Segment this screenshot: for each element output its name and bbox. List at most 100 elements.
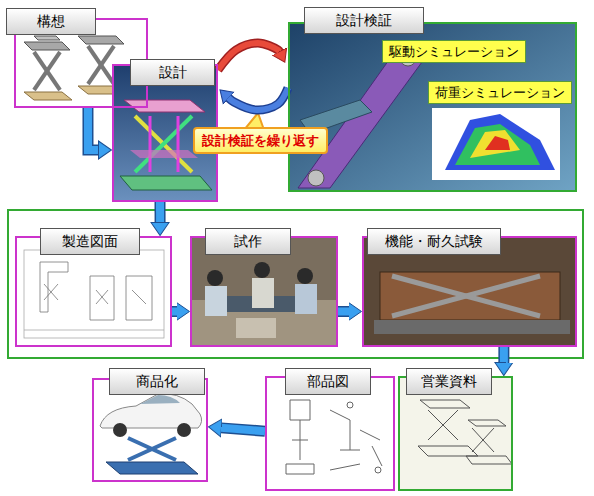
verification-render: [308, 170, 324, 186]
design-cad: [120, 176, 212, 190]
parts-drawing: [347, 402, 353, 408]
test-rig-photo: [392, 276, 540, 316]
arrow-outline: [338, 306, 349, 317]
arrow-shaft: [338, 307, 349, 315]
node-label: 設計検証を繰り返す: [202, 132, 319, 149]
verification-render: [290, 24, 575, 190]
arrow-shaft: [500, 347, 508, 363]
test-rig-photo: [374, 320, 570, 334]
concept-sketch: [34, 52, 60, 90]
tab-label: 設計検証: [304, 7, 424, 34]
verification-render: [298, 50, 422, 188]
verification-render: [445, 114, 555, 170]
tab-label: 機能・耐久試験: [367, 228, 501, 255]
design-cad: [135, 116, 192, 172]
concept-sketch: [24, 92, 72, 100]
prototype-photo: [236, 318, 276, 338]
product-photo: [94, 380, 206, 480]
tab-label: 構想: [6, 8, 96, 35]
tab-label: 設計: [130, 59, 215, 86]
tab-label: 営業資料: [406, 368, 492, 395]
flow-arrow: [218, 43, 288, 110]
arrow-outline: [498, 347, 509, 363]
product-photo: [140, 395, 180, 404]
concept-sketch: [88, 46, 114, 84]
prototype-photo: [295, 284, 317, 314]
concept-sketch: [88, 46, 114, 84]
arrow-shaft: [228, 88, 288, 110]
concept-sketch: [78, 36, 124, 44]
verification-render: [485, 136, 510, 150]
design-cad: [177, 116, 180, 172]
test-rig-photo: [380, 272, 560, 320]
stage-panel: 設計検証駆動シミュレーション荷重シミュレーション: [288, 22, 577, 192]
stage-panel: 商品化: [92, 378, 208, 482]
flow-arrow: [88, 108, 99, 150]
arrow-shaft: [221, 428, 265, 431]
arrow-outline: [221, 428, 265, 431]
concept-sketch: [34, 52, 60, 90]
arrow-outline: [172, 306, 177, 317]
tab-label: 試作: [205, 228, 291, 255]
stage-panel: 構想: [14, 18, 148, 108]
verification-render: [470, 130, 520, 158]
product-photo: [94, 380, 206, 480]
arrow-outline: [155, 202, 166, 223]
node-label: 荷重シミュレーション: [435, 84, 565, 101]
arrow-outline: [228, 88, 288, 110]
flow-arrow: [221, 428, 265, 431]
test-rig-photo: [392, 276, 540, 316]
sales-sheet: [418, 400, 512, 464]
prototype-photo: [254, 262, 270, 278]
stage-panel: 製造図面: [15, 236, 172, 347]
production-band: [8, 210, 583, 358]
product-photo: [177, 423, 191, 437]
product-photo: [128, 438, 176, 460]
concept-sketch: [24, 42, 70, 50]
arrow-shaft: [218, 43, 280, 70]
verification-render: [455, 124, 540, 165]
stage-panel: 部品図: [265, 376, 395, 491]
prototype-photo: [297, 268, 313, 284]
prototype-photo: [205, 286, 227, 316]
parts-drawing: [286, 400, 382, 474]
product-photo: [128, 438, 176, 460]
arrow-shaft: [88, 108, 99, 150]
prototype-photo: [252, 278, 274, 308]
design-cad: [130, 150, 198, 158]
concept-sketch: [34, 36, 60, 40]
design-cad: [149, 116, 152, 172]
drawing-sheet: [24, 330, 164, 331]
stage-panel: 試作: [190, 236, 338, 347]
prototype-photo: [207, 270, 223, 286]
drawing-sheet: [24, 250, 164, 338]
design-cad: [135, 116, 192, 172]
parts-drawing: [375, 467, 381, 473]
node-label: 駆動シミュレーション: [389, 43, 519, 60]
stage-panel: 営業資料: [398, 376, 513, 491]
simulation-label: 駆動シミュレーション: [382, 40, 526, 63]
arrow-shaft: [172, 307, 177, 315]
product-photo: [100, 394, 202, 428]
flow-arrow: [172, 311, 177, 312]
stage-panel: 機能・耐久試験: [362, 236, 577, 347]
verification-render: [290, 24, 575, 190]
callout-box: 設計検証を繰り返す: [193, 127, 328, 154]
tab-label: 部品図: [285, 368, 371, 395]
tab-label: 商品化: [109, 368, 205, 395]
verification-render: [432, 108, 560, 180]
drawing-sheet: [40, 262, 152, 320]
flow-arrow: [503, 347, 504, 363]
arrow-shaft: [156, 202, 164, 223]
arrow-outline: [218, 43, 280, 70]
design-cad: [124, 100, 205, 112]
product-photo: [113, 423, 127, 437]
arrow-outline: [88, 108, 99, 150]
production-band: [8, 210, 583, 358]
flow-arrow: [160, 202, 161, 223]
tab-label: 製造図面: [40, 228, 140, 255]
simulation-label: 荷重シミュレーション: [428, 81, 572, 104]
flow-arrow: [338, 311, 349, 312]
product-photo: [106, 462, 198, 474]
